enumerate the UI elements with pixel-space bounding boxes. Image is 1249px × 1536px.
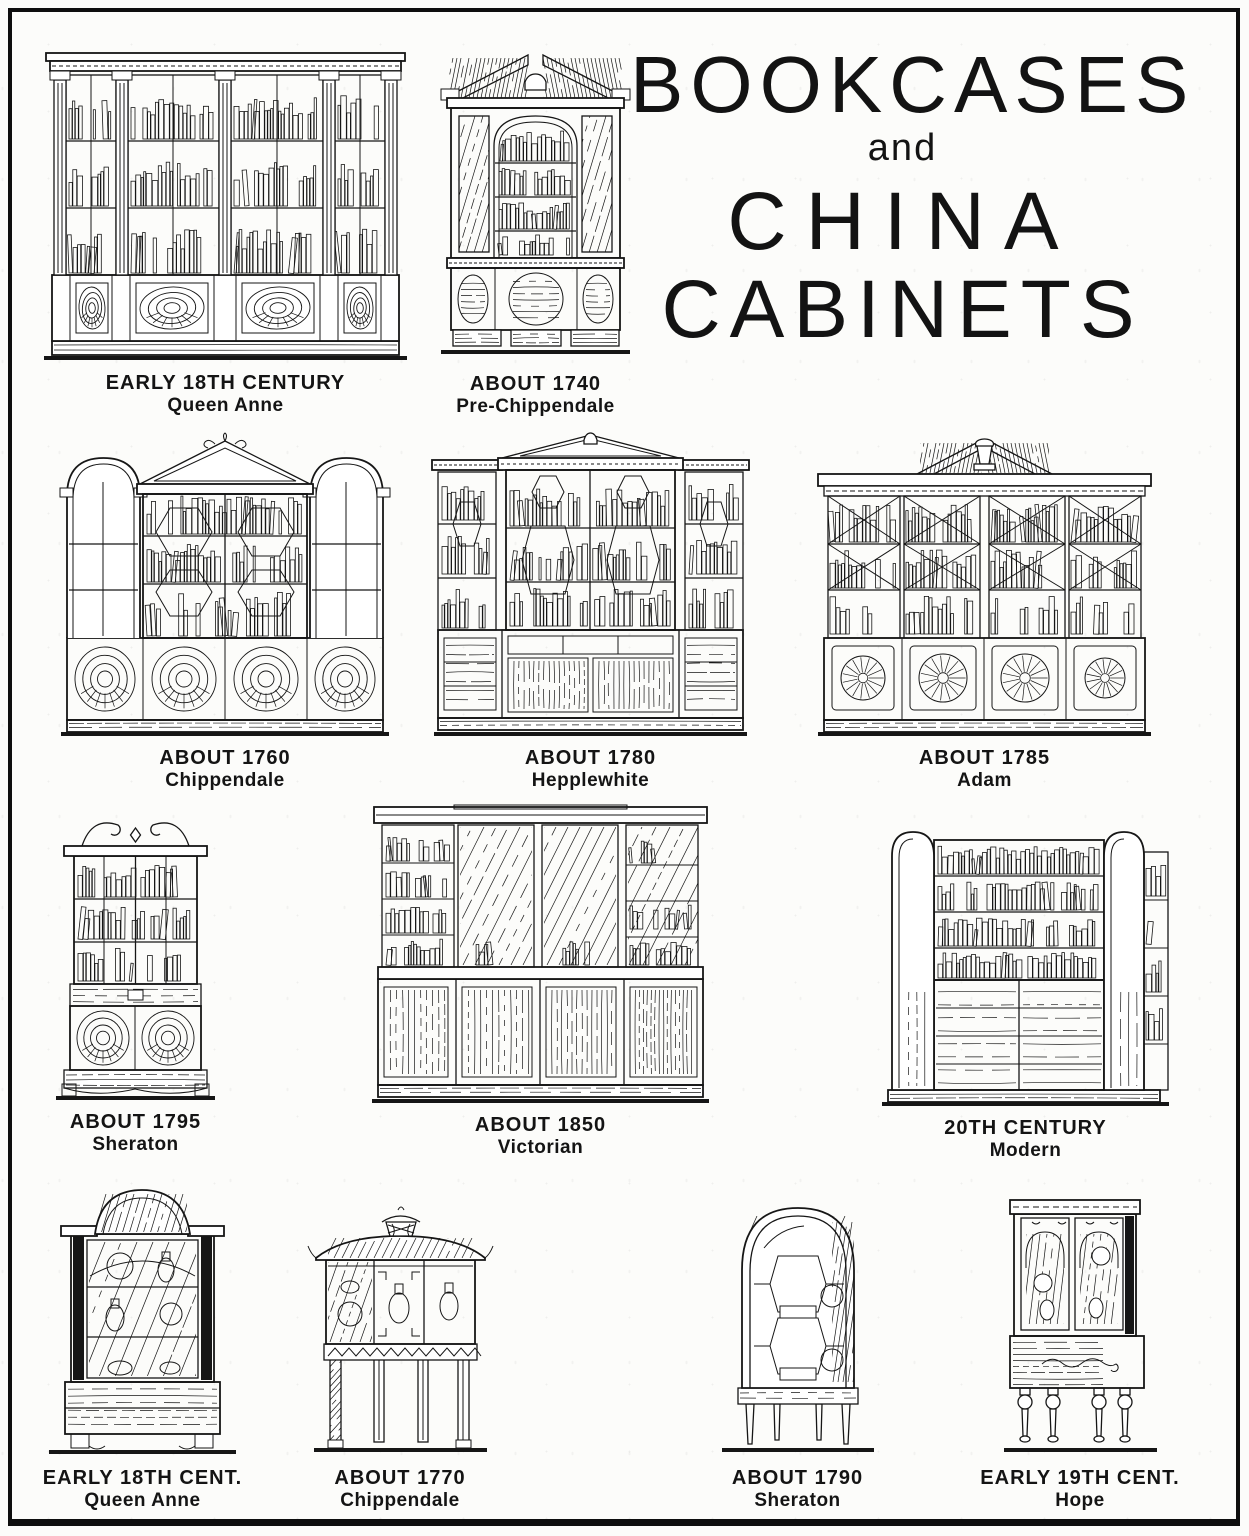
sheraton-bookcase-illustration bbox=[56, 822, 215, 1100]
figure-period-label: ABOUT 1795 bbox=[69, 1111, 202, 1133]
caption-sheraton-1790: ABOUT 1790 Sheraton bbox=[732, 1466, 863, 1513]
pre-chippendale-bookcase-illustration bbox=[440, 53, 631, 354]
figure-style-label: Queen Anne bbox=[84, 1490, 201, 1511]
caption-adam: ABOUT 1785 Adam bbox=[919, 746, 1050, 793]
hope-china-cabinet-illustration bbox=[1003, 1199, 1157, 1452]
figure-about-1780-bookcase: ABOUT 1780 Hepplewhite bbox=[428, 430, 753, 793]
figure-style-label: Sheraton bbox=[92, 1134, 179, 1155]
caption-queen-anne-bookcase: EARLY 18TH CENTURY Queen Anne bbox=[106, 371, 346, 418]
caption-pre-chippendale: ABOUT 1740 Pre-Chippendale bbox=[456, 372, 614, 419]
figure-about-1785-bookcase: ABOUT 1785 Adam bbox=[812, 428, 1157, 793]
caption-modern: 20TH CENTURY Modern bbox=[944, 1116, 1106, 1163]
hepplewhite-bookcase-illustration bbox=[431, 432, 750, 736]
figure-period-label: ABOUT 1760 bbox=[159, 747, 291, 769]
figure-about-1740-bookcase: ABOUT 1740 Pre-Chippendale bbox=[428, 42, 643, 419]
caption-sheraton-1795: ABOUT 1795 Sheraton bbox=[70, 1110, 201, 1157]
sheraton-china-cabinet-illustration bbox=[721, 1207, 874, 1452]
queen-anne-china-cabinet-illustration bbox=[49, 1189, 236, 1454]
adam-bookcase-illustration bbox=[817, 438, 1152, 736]
figure-style-label: Chippendale bbox=[165, 770, 285, 791]
chippendale-china-cabinet-illustration bbox=[307, 1206, 493, 1452]
figure-about-1790-china-cabinet: ABOUT 1790 Sheraton bbox=[695, 1192, 900, 1513]
figure-period-label: ABOUT 1770 bbox=[334, 1467, 466, 1489]
caption-hepplewhite: ABOUT 1780 Hepplewhite bbox=[525, 746, 656, 793]
figure-style-label: Hope bbox=[1055, 1490, 1105, 1511]
modern-bookcase-illustration bbox=[882, 831, 1169, 1106]
victorian-bookcase-illustration bbox=[372, 804, 709, 1103]
figure-period-label: ABOUT 1850 bbox=[474, 1114, 607, 1136]
caption-queen-anne-china: EARLY 18TH CENT. Queen Anne bbox=[43, 1466, 242, 1513]
title-china: CHINA bbox=[727, 176, 1078, 268]
figure-period-label: ABOUT 1740 bbox=[469, 373, 602, 395]
figure-style-label: Chippendale bbox=[340, 1490, 460, 1511]
figure-about-1770-china-cabinet: ABOUT 1770 Chippendale bbox=[290, 1192, 510, 1513]
figure-style-label: Victorian bbox=[497, 1137, 584, 1158]
caption-victorian: ABOUT 1850 Victorian bbox=[475, 1113, 606, 1160]
caption-chippendale-1760: ABOUT 1760 Chippendale bbox=[159, 746, 290, 793]
figure-style-label: Sheraton bbox=[754, 1490, 841, 1511]
figure-style-label: Hepplewhite bbox=[531, 770, 650, 791]
figure-early-19th-cent-china-cabinet: EARLY 19TH CENT. Hope bbox=[975, 1188, 1185, 1513]
figure-period-label: 20TH CENTURY bbox=[944, 1117, 1107, 1139]
figure-about-1760-bookcase: ABOUT 1760 Chippendale bbox=[55, 432, 395, 793]
figure-about-1850-bookcase: ABOUT 1850 Victorian bbox=[368, 795, 713, 1160]
caption-hope: EARLY 19TH CENT. Hope bbox=[980, 1466, 1179, 1513]
figure-about-1795-bookcase: ABOUT 1795 Sheraton bbox=[48, 808, 223, 1157]
figure-20th-century-bookcase: 20TH CENTURY Modern bbox=[878, 812, 1173, 1163]
figure-period-label: EARLY 18TH CENT. bbox=[42, 1467, 243, 1489]
caption-chippendale-1770: ABOUT 1770 Chippendale bbox=[334, 1466, 465, 1513]
figure-early-18th-cent-china-cabinet: EARLY 18TH CENT. Queen Anne bbox=[30, 1182, 255, 1513]
figure-style-label: Pre-Chippendale bbox=[456, 396, 615, 417]
queen-anne-bookcase-illustration bbox=[44, 52, 407, 360]
figure-period-label: ABOUT 1790 bbox=[731, 1467, 864, 1489]
figure-period-label: EARLY 18TH CENTURY bbox=[105, 372, 346, 394]
figure-early-18th-century-bookcase: EARLY 18TH CENTURY Queen Anne bbox=[38, 45, 413, 418]
plate-title: BOOKCASES and CHINA CABINETS bbox=[630, 40, 1196, 356]
title-bookcases: BOOKCASES bbox=[630, 40, 1196, 129]
figure-style-label: Queen Anne bbox=[167, 395, 284, 416]
figure-period-label: EARLY 19TH CENT. bbox=[980, 1467, 1180, 1489]
figure-period-label: ABOUT 1780 bbox=[524, 747, 657, 769]
chippendale-bookcase-illustration bbox=[59, 432, 391, 736]
figure-style-label: Adam bbox=[957, 770, 1012, 791]
title-cabinets: CABINETS bbox=[661, 264, 1144, 356]
figure-period-label: ABOUT 1785 bbox=[918, 747, 1051, 769]
figure-style-label: Modern bbox=[989, 1140, 1062, 1161]
title-and: and bbox=[867, 126, 938, 169]
